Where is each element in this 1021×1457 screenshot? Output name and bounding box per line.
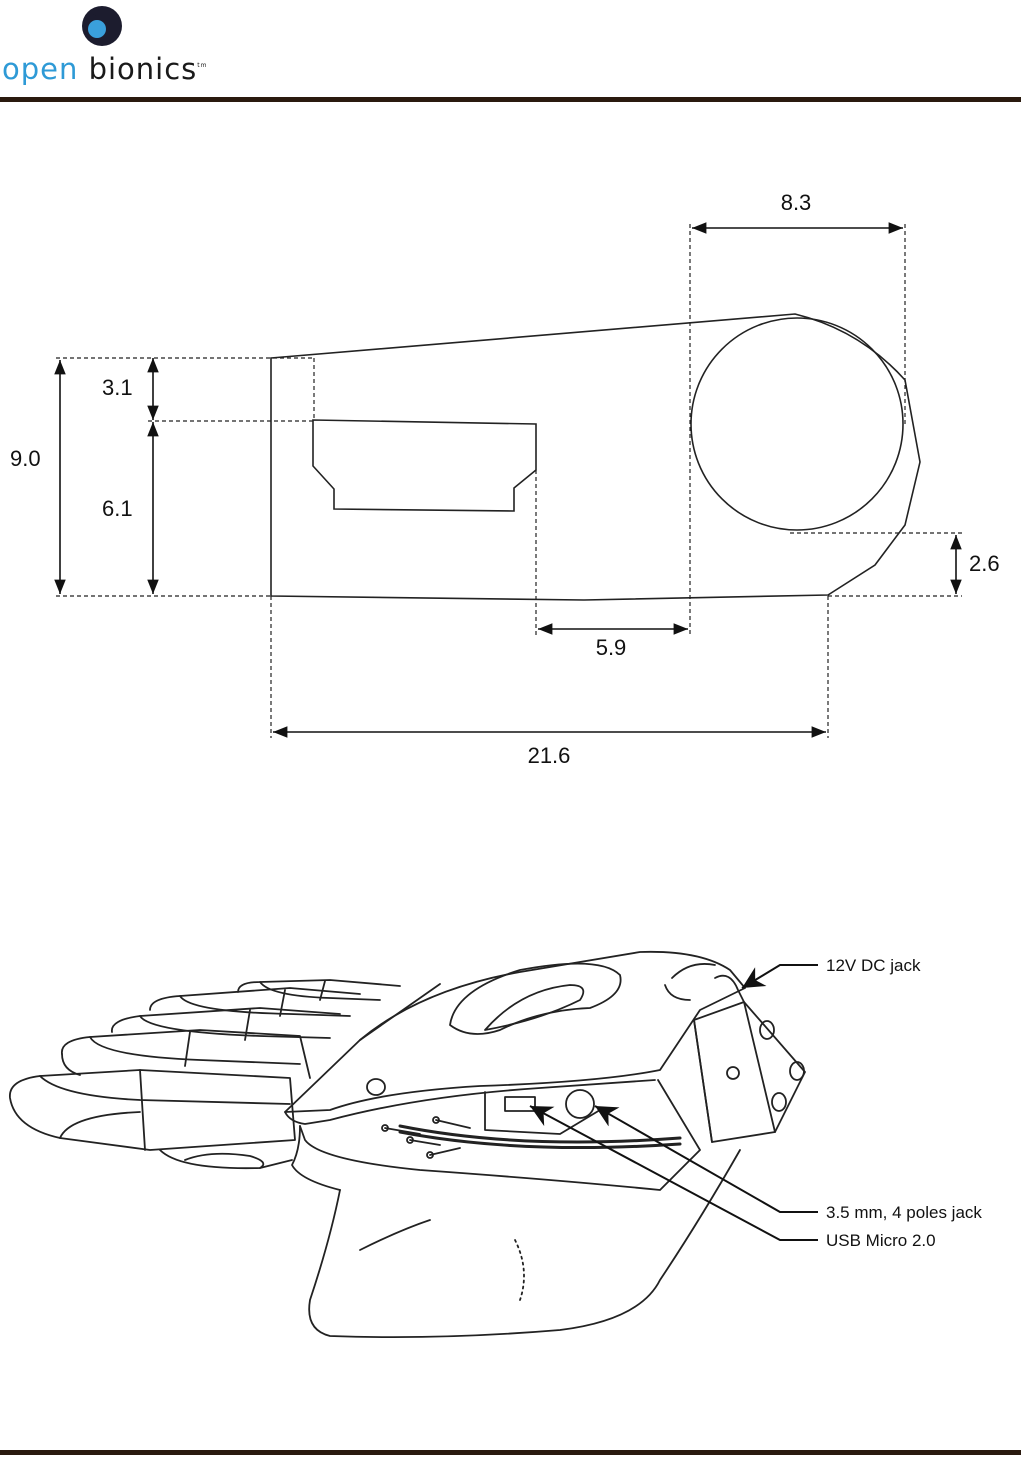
finger-2 (61, 1029, 311, 1079)
callout-leaders (529, 964, 818, 1241)
callout-usb: USB Micro 2.0 (826, 1231, 936, 1250)
lower-body (299, 1079, 701, 1191)
dimension-drawing (270, 313, 921, 601)
palm-cover (284, 950, 746, 1113)
logo-tm: tm (197, 62, 208, 69)
dim-port-height: 6.1 (102, 496, 133, 521)
header-rule (0, 97, 1021, 102)
logo-wordmark: open bionicstm (2, 52, 208, 86)
callout-audio-jack: 3.5 mm, 4 poles jack (826, 1203, 982, 1222)
footer-rule (0, 1450, 1021, 1455)
dim-right-offset: 2.6 (969, 551, 1000, 576)
dim-height-total: 9.0 (10, 446, 41, 471)
dimension-leaders (56, 224, 962, 738)
dim-length-total: 21.6 (528, 743, 571, 768)
dc-jack-circle (690, 317, 904, 531)
logo-open: open (2, 52, 79, 86)
page-header: open bionicstm (0, 0, 1021, 104)
callout-dc-jack: 12V DC jack (826, 956, 921, 975)
thumb (308, 1149, 741, 1339)
port-outline (312, 419, 537, 512)
finger-1 (9, 1069, 296, 1151)
hand-illustration (9, 950, 806, 1339)
finger-3 (111, 1007, 341, 1033)
dimension-arrows (54, 222, 962, 738)
palm-grip (449, 962, 622, 1035)
open-bionics-logo-icon (82, 6, 122, 46)
body-outline (270, 313, 921, 601)
dim-top-offset: 3.1 (102, 375, 133, 400)
logo-bionics: bionics (88, 52, 198, 86)
dim-width-top: 8.3 (781, 190, 812, 215)
dim-port-gap: 5.9 (596, 635, 627, 660)
